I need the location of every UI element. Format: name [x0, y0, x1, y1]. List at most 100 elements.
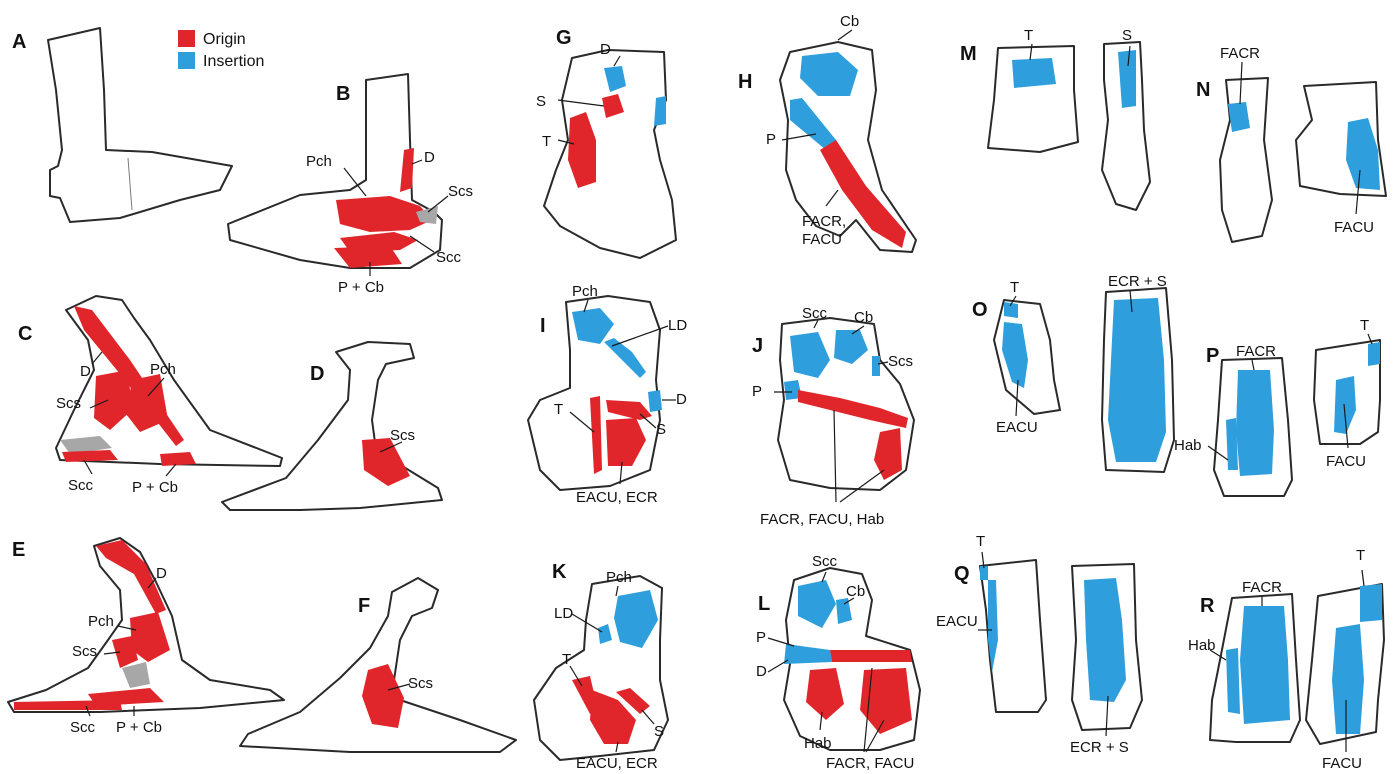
- panel-q: Q T EACU ECR + S: [936, 533, 1142, 756]
- panel-q-t-insertion: [980, 566, 988, 580]
- panel-h-label-2: FACR,: [802, 213, 846, 230]
- panel-r-hab-insertion: [1226, 648, 1240, 714]
- legend: Origin Insertion: [178, 30, 264, 70]
- panel-b-label-1: Pch: [306, 153, 332, 170]
- panel-h-label-0: Cb: [840, 13, 859, 30]
- panel-q-label-1: EACU: [936, 613, 978, 630]
- panel-j: J Scc Cb Scs P FACR, FACU, Hab: [752, 305, 914, 528]
- panel-letter-e: E: [12, 539, 25, 561]
- panel-e-label-0: D: [156, 565, 167, 582]
- panel-p-label-1: T: [1360, 317, 1369, 334]
- panel-n-label-1: FACU: [1334, 219, 1374, 236]
- panel-b-label-4: P + Cb: [338, 279, 384, 296]
- panel-e-label-2: Scs: [72, 643, 97, 660]
- panel-letter-f: F: [358, 595, 370, 617]
- panel-h: H Cb P FACR, FACU: [738, 13, 916, 252]
- panel-g-label-2: T: [542, 133, 551, 150]
- panel-r-label-2: Hab: [1188, 637, 1216, 654]
- panel-i-d-insertion: [648, 390, 662, 412]
- panel-l-label-3: D: [756, 663, 767, 680]
- panel-letter-q: Q: [954, 563, 970, 585]
- panel-d-bone: [222, 342, 442, 510]
- panel-e: E D Pch Scs Scc P + Cb: [8, 538, 284, 736]
- panel-j-scs-insertion: [872, 356, 880, 376]
- panel-f-label-0: Scs: [408, 675, 433, 692]
- panel-letter-l: L: [758, 593, 770, 615]
- panel-letter-k: K: [552, 561, 567, 583]
- panel-i-label-2: T: [554, 401, 563, 418]
- panel-b-label-0: D: [424, 149, 435, 166]
- panel-j-label-4: FACR, FACU, Hab: [760, 511, 884, 528]
- panel-c: C D Pch Scs Scc P + Cb: [18, 296, 282, 496]
- panel-l-facr-band-origin: [830, 650, 912, 662]
- panel-c-label-3: Scc: [68, 477, 94, 494]
- panel-j-label-0: Scc: [802, 305, 828, 322]
- panel-l: L Scc Cb P D Hab FACR, FACU: [756, 553, 920, 772]
- panel-d: D Scs: [222, 342, 442, 510]
- panel-l-label-5: FACR, FACU: [826, 755, 914, 772]
- panel-j-label-1: Cb: [854, 309, 873, 326]
- panel-e-label-4: P + Cb: [116, 719, 162, 736]
- panel-o: O T EACU ECR + S: [972, 273, 1174, 472]
- panel-letter-r: R: [1200, 595, 1215, 617]
- panel-o-label-1: EACU: [996, 419, 1038, 436]
- panel-l-label-1: Cb: [846, 583, 865, 600]
- panel-r-facr-insertion: [1240, 606, 1290, 724]
- panel-i-label-0: Pch: [572, 283, 598, 300]
- panel-m: M T S: [960, 27, 1150, 210]
- panel-k-label-4: EACU, ECR: [576, 755, 658, 772]
- panel-p-t-insertion: [1368, 342, 1380, 366]
- panel-k-label-3: S: [654, 723, 664, 740]
- panel-letter-d: D: [310, 363, 324, 385]
- panel-p-facr-insertion: [1236, 370, 1274, 476]
- panel-n: N FACR FACU: [1196, 45, 1386, 242]
- panel-k-label-1: LD: [554, 605, 573, 622]
- panel-j-label-3: P: [752, 383, 762, 400]
- panel-i-label-5: EACU, ECR: [576, 489, 658, 506]
- lead: [428, 196, 448, 212]
- panel-r: R FACR T Hab FACU: [1188, 547, 1384, 772]
- panel-letter-h: H: [738, 71, 752, 93]
- panel-r-t-insertion: [1360, 584, 1382, 622]
- panel-letter-p: P: [1206, 345, 1219, 367]
- panel-i-label-3: D: [676, 391, 687, 408]
- lead: [412, 160, 422, 164]
- panel-d-label-0: Scs: [390, 427, 415, 444]
- panel-m-label-1: S: [1122, 27, 1132, 44]
- panel-r-label-1: T: [1356, 547, 1365, 564]
- panel-f-bone: [240, 578, 516, 752]
- panel-letter-i: I: [540, 315, 546, 337]
- panel-a: A: [12, 28, 232, 222]
- panel-o-ecr-s-insertion: [1108, 298, 1166, 462]
- panel-letter-a: A: [12, 31, 26, 53]
- panel-c-scc-origin: [62, 450, 118, 462]
- panel-e-label-1: Pch: [88, 613, 114, 630]
- panel-r-label-0: FACR: [1242, 579, 1282, 596]
- panel-letter-b: B: [336, 83, 350, 105]
- panel-p-label-3: FACU: [1326, 453, 1366, 470]
- legend-origin-swatch: [178, 30, 195, 47]
- panel-h-label-1: P: [766, 131, 776, 148]
- panel-l-label-0: Scc: [812, 553, 838, 570]
- legend-origin-label: Origin: [203, 31, 246, 48]
- panel-g-label-1: S: [536, 93, 546, 110]
- panel-l-label-4: Hab: [804, 735, 832, 752]
- panel-f: F Scs: [240, 578, 516, 752]
- panel-letter-c: C: [18, 323, 32, 345]
- lead: [166, 464, 176, 476]
- panel-c-label-4: P + Cb: [132, 479, 178, 496]
- panel-c-label-0: D: [80, 363, 91, 380]
- panel-i-label-1: LD: [668, 317, 687, 334]
- panel-q-label-2: ECR + S: [1070, 739, 1129, 756]
- panel-r-facu-insertion: [1332, 624, 1364, 734]
- panel-c-label-1: Pch: [150, 361, 176, 378]
- panel-o-label-0: T: [1010, 279, 1019, 296]
- panel-b: B D Pch Scs Scc P + Cb: [228, 74, 473, 296]
- panel-g-label-0: D: [600, 41, 611, 58]
- panel-letter-o: O: [972, 299, 988, 321]
- lead: [768, 660, 788, 672]
- panel-r-label-3: FACU: [1322, 755, 1362, 772]
- panel-p-label-2: Hab: [1174, 437, 1202, 454]
- panel-p-label-0: FACR: [1236, 343, 1276, 360]
